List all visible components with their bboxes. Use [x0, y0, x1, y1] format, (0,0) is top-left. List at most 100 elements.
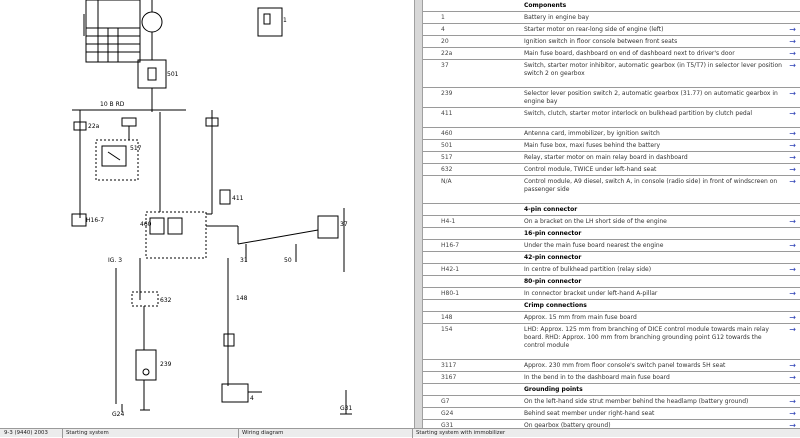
label-module-460: 460	[140, 221, 152, 228]
crimp-148	[223, 333, 235, 347]
row-description: Control module, TWICE under left-hand se…	[524, 166, 657, 173]
row-code: 411	[441, 110, 453, 117]
arrow-right-icon[interactable]: →	[789, 37, 796, 46]
table-row[interactable]: 4 Starter motor on rear-long side of engi…	[423, 24, 800, 36]
arrow-right-icon[interactable]: →	[789, 109, 796, 118]
arrow-right-icon[interactable]: →	[789, 373, 796, 382]
arrow-right-icon[interactable]: →	[789, 241, 796, 250]
row-description: Relay, starter motor on main relay board…	[524, 154, 688, 161]
arrow-right-icon[interactable]: →	[789, 25, 796, 34]
table-row[interactable]: 632 Control module, TWICE under left-hand…	[423, 164, 800, 176]
module-632	[145, 211, 207, 259]
row-description: Behind seat member under right-hand seat	[524, 410, 655, 417]
arrow-right-icon[interactable]: →	[789, 141, 796, 150]
row-description: In the bend in to the dashboard main fus…	[524, 374, 670, 381]
row-description: In connector bracket under left-hand A-p…	[524, 290, 658, 297]
table-section-header: 42-pin connector	[423, 252, 800, 264]
row-code: 632	[441, 166, 453, 173]
label-ground-g24: G24	[112, 411, 124, 418]
status-model: 9-3 (9440) 2003	[4, 430, 48, 436]
arrow-right-icon[interactable]: →	[789, 49, 796, 58]
arrow-right-icon[interactable]: →	[789, 421, 796, 428]
arrow-right-icon[interactable]: →	[789, 165, 796, 174]
starter-motor-4	[221, 383, 249, 403]
arrow-right-icon[interactable]: →	[789, 177, 796, 186]
label-fuse-22a: 22a	[88, 123, 100, 130]
arrow-right-icon[interactable]: →	[789, 397, 796, 406]
row-description: Main fuse board, dashboard on end of das…	[524, 50, 735, 57]
arrow-right-icon[interactable]: →	[789, 61, 796, 70]
row-code: 239	[441, 90, 453, 97]
arrow-right-icon[interactable]: →	[789, 289, 796, 298]
table-row[interactable]: 154 LHD: Approx. 125 mm from branching of…	[423, 324, 800, 360]
index-grid-box	[85, 0, 141, 63]
label-ig: IG. 3	[108, 257, 122, 264]
table-section-header: Crimp connections	[423, 300, 800, 312]
arrow-right-icon[interactable]: →	[789, 153, 796, 162]
arrow-right-icon[interactable]: →	[789, 89, 796, 98]
arrow-right-icon[interactable]: →	[789, 265, 796, 274]
row-code: 154	[441, 326, 453, 333]
row-description: Approx. 230 mm from floor console's swit…	[524, 362, 726, 369]
module-1-right	[317, 215, 339, 239]
table-row[interactable]: 517 Relay, starter motor on main relay bo…	[423, 152, 800, 164]
row-code: 4	[441, 26, 445, 33]
table-section-header: 80-pin connector	[423, 276, 800, 288]
connector-h16	[71, 213, 87, 227]
section-title: 16-pin connector	[524, 230, 582, 237]
row-description: Starter motor on rear-long side of engin…	[524, 26, 664, 33]
status-bar: 9-3 (9440) 2003 Starting system Wiring d…	[0, 428, 800, 438]
status-title: Starting system with immobilizer	[416, 430, 506, 436]
row-code: G7	[441, 398, 450, 405]
relay-517-dashed	[95, 139, 139, 181]
row-description: In centre of bulkhead partition (relay s…	[524, 266, 652, 273]
table-section-header: Grounding points	[423, 384, 800, 396]
section-title: 80-pin connector	[524, 278, 582, 285]
arrow-right-icon[interactable]: →	[789, 409, 796, 418]
row-description: On gearbox (battery ground)	[524, 422, 611, 428]
arrow-right-icon[interactable]: →	[789, 361, 796, 370]
label-wire-a: 10 B RD	[100, 101, 125, 108]
label-h16: H16-7	[86, 217, 104, 224]
label-conn-632: 632	[160, 297, 172, 304]
label-wire-f: 31	[240, 257, 248, 264]
section-title: 42-pin connector	[524, 254, 582, 261]
pane-splitter[interactable]	[414, 0, 423, 428]
arrow-right-icon[interactable]: →	[789, 217, 796, 226]
table-section-header: 4-pin connector	[423, 204, 800, 216]
row-description: Ignition switch in floor console between…	[524, 38, 678, 45]
table-row[interactable]: 3117 Approx. 230 mm from floor console's …	[423, 360, 800, 372]
label-starter-4: 4	[250, 395, 254, 402]
row-description: LHD: Approx. 125 mm from branching of DI…	[524, 326, 769, 349]
arrow-right-icon[interactable]: →	[789, 325, 796, 334]
row-code: 517	[441, 154, 453, 161]
connector-239	[131, 291, 159, 307]
wiring-diagram-pane[interactable]: 501 1 10 B RD 22a 517 411 H16-7 460 37 3…	[0, 0, 414, 428]
arrow-right-icon[interactable]: →	[789, 313, 796, 322]
row-code: N/A	[441, 178, 452, 185]
battery-symbol	[141, 11, 163, 33]
row-code: 3117	[441, 362, 457, 369]
row-description: Under the main fuse board nearest the en…	[524, 242, 664, 249]
fuse-box-501	[137, 59, 167, 89]
section-title: Crimp connections	[524, 302, 587, 309]
arrow-right-icon[interactable]: →	[789, 129, 796, 138]
